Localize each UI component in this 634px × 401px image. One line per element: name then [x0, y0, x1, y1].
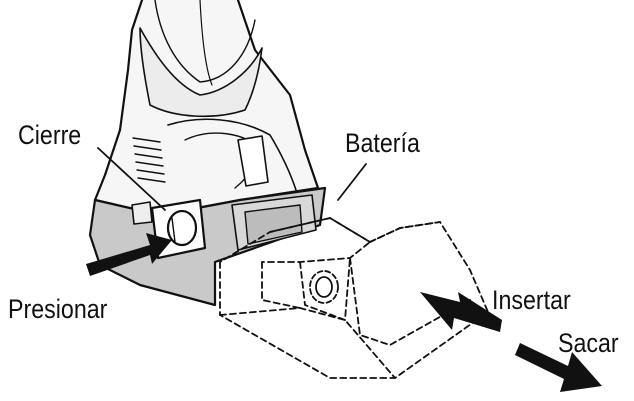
label-insertar: Insertar: [492, 287, 571, 314]
latch-button: [168, 211, 196, 245]
base-slot: [245, 205, 302, 244]
battery-side-edge: [370, 222, 440, 242]
battery-release-knob: [310, 271, 338, 303]
base-tab: [132, 202, 152, 224]
label-bateria: Batería: [345, 130, 420, 157]
leader-bateria: [338, 164, 366, 200]
battery-nose: [300, 258, 350, 320]
label-sacar: Sacar: [558, 330, 619, 357]
arrow-insertar: [420, 292, 502, 332]
battery-rail: [262, 262, 300, 308]
battery-lower-edge: [220, 308, 395, 378]
label-cierre: Cierre: [18, 122, 81, 149]
tool-handle: [95, 0, 318, 215]
label-presionar: Presionar: [8, 296, 107, 323]
